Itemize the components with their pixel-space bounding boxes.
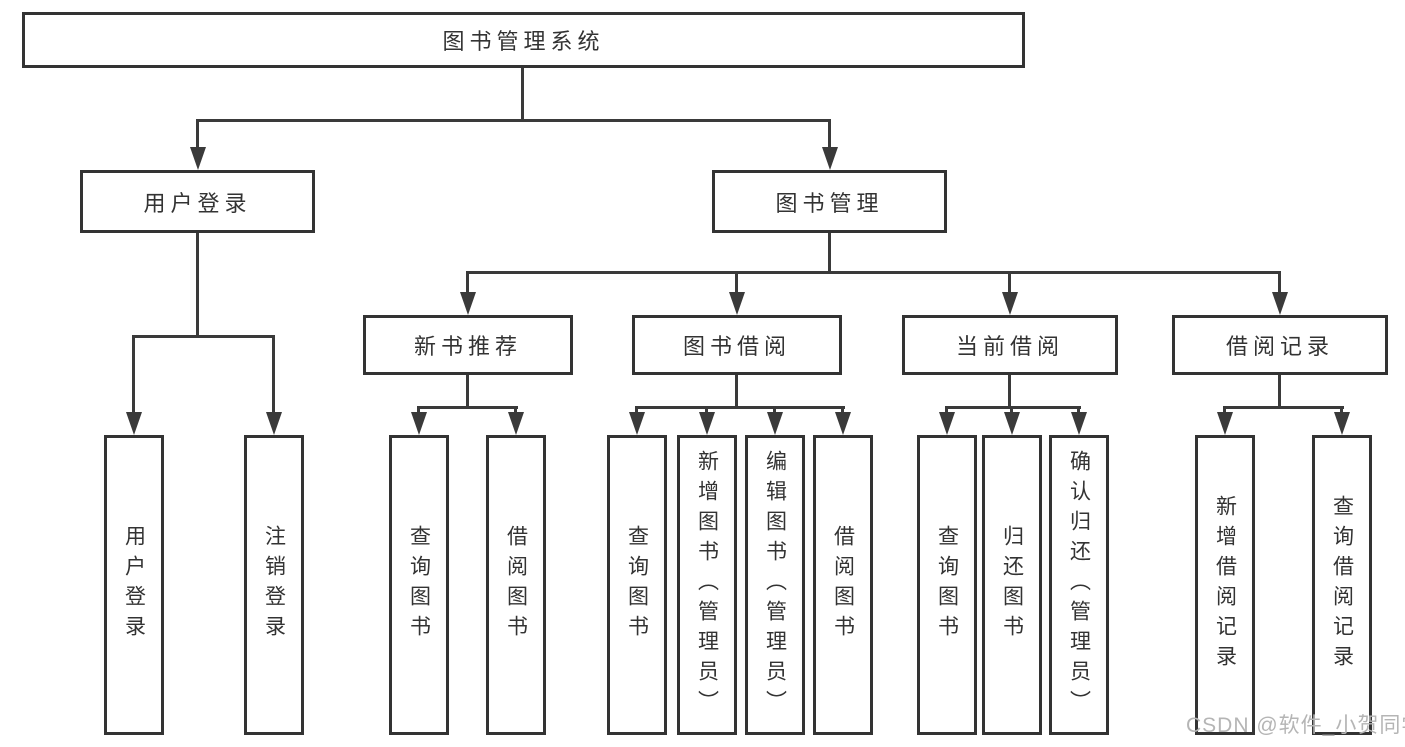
node-new-book-recommend: 新书推荐 bbox=[363, 315, 573, 375]
connector-line bbox=[466, 271, 1281, 274]
leaf-add-books-admin-label: 新增图书（管理员） bbox=[695, 450, 719, 720]
arrow-down-icon bbox=[699, 412, 715, 435]
connector-line bbox=[514, 406, 517, 415]
leaf-add-books-admin: 新增图书（管理员） bbox=[677, 435, 737, 735]
connector-line bbox=[828, 119, 831, 150]
connector-line bbox=[1077, 406, 1080, 415]
leaf-query-books-borrowing-label: 查询图书 bbox=[625, 525, 649, 645]
arrow-down-icon bbox=[1002, 292, 1018, 315]
connector-line bbox=[1223, 406, 1344, 409]
node-user-login: 用户登录 bbox=[80, 170, 315, 233]
arrow-down-icon bbox=[411, 412, 427, 435]
leaf-confirm-return-admin: 确认归还（管理员） bbox=[1049, 435, 1109, 735]
connector-line bbox=[1223, 406, 1226, 415]
leaf-query-books-recommend-label: 查询图书 bbox=[407, 525, 431, 645]
connector-line bbox=[735, 375, 738, 409]
node-user-login-label: 用户登录 bbox=[143, 190, 252, 216]
leaf-query-borrow-record: 查询借阅记录 bbox=[1312, 435, 1372, 735]
connector-line bbox=[417, 406, 518, 409]
connector-line bbox=[1278, 375, 1281, 409]
node-book-borrowing: 图书借阅 bbox=[632, 315, 842, 375]
connector-line bbox=[466, 375, 469, 409]
arrow-down-icon bbox=[1272, 292, 1288, 315]
connector-line bbox=[521, 68, 524, 121]
connector-line bbox=[773, 406, 776, 415]
watermark: CSDN @软件_小贺同学 bbox=[1186, 714, 1405, 737]
leaf-logout: 注销登录 bbox=[244, 435, 304, 735]
leaf-edit-books-admin: 编辑图书（管理员） bbox=[745, 435, 805, 735]
arrow-down-icon bbox=[190, 147, 206, 170]
node-current-borrowing-label: 当前借阅 bbox=[955, 334, 1064, 359]
arrow-down-icon bbox=[835, 412, 851, 435]
connector-line bbox=[1278, 271, 1281, 294]
leaf-add-borrow-record: 新增借阅记录 bbox=[1195, 435, 1255, 735]
arrow-down-icon bbox=[508, 412, 524, 435]
connector-line bbox=[466, 271, 469, 294]
leaf-query-books-borrowing: 查询图书 bbox=[607, 435, 667, 735]
leaf-return-books-label: 归还图书 bbox=[1000, 525, 1024, 645]
leaf-query-borrow-record-label: 查询借阅记录 bbox=[1330, 495, 1354, 675]
leaf-query-books-current-label: 查询图书 bbox=[935, 525, 959, 645]
node-book-borrowing-label: 图书借阅 bbox=[682, 334, 791, 359]
connector-line bbox=[841, 406, 844, 415]
connector-line bbox=[196, 233, 199, 338]
leaf-edit-books-admin-label: 编辑图书（管理员） bbox=[763, 450, 787, 720]
leaf-borrow-books-label: 借阅图书 bbox=[831, 525, 855, 645]
leaf-borrow-books: 借阅图书 bbox=[813, 435, 873, 735]
connector-line bbox=[1008, 271, 1011, 294]
node-borrowing-records-label: 借阅记录 bbox=[1225, 334, 1334, 359]
leaf-logout-label: 注销登录 bbox=[262, 525, 286, 645]
node-current-borrowing: 当前借阅 bbox=[902, 315, 1118, 375]
arrow-down-icon bbox=[729, 292, 745, 315]
arrow-down-icon bbox=[939, 412, 955, 435]
arrow-down-icon bbox=[1004, 412, 1020, 435]
connector-line bbox=[196, 119, 831, 122]
arrow-down-icon bbox=[822, 147, 838, 170]
connector-line bbox=[1008, 375, 1011, 409]
leaf-user-login-label: 用户登录 bbox=[122, 525, 146, 645]
connector-line bbox=[635, 406, 845, 409]
arrow-down-icon bbox=[460, 292, 476, 315]
node-root: 图书管理系统 bbox=[22, 12, 1025, 68]
connector-line bbox=[272, 335, 275, 414]
node-new-book-recommend-label: 新书推荐 bbox=[413, 334, 522, 359]
arrow-down-icon bbox=[1071, 412, 1087, 435]
leaf-return-books: 归还图书 bbox=[982, 435, 1042, 735]
arrow-down-icon bbox=[1217, 412, 1233, 435]
node-book-management-label: 图书管理 bbox=[775, 190, 884, 216]
arrow-down-icon bbox=[266, 412, 282, 435]
connector-line bbox=[417, 406, 420, 415]
leaf-query-books-recommend: 查询图书 bbox=[389, 435, 449, 735]
connector-line bbox=[945, 406, 1081, 409]
arrow-down-icon bbox=[1334, 412, 1350, 435]
leaf-user-login: 用户登录 bbox=[104, 435, 164, 735]
leaf-borrow-books-recommend: 借阅图书 bbox=[486, 435, 546, 735]
node-root-label: 图书管理系统 bbox=[442, 29, 605, 54]
connector-line bbox=[1010, 406, 1013, 415]
node-book-management: 图书管理 bbox=[712, 170, 947, 233]
leaf-add-borrow-record-label: 新增借阅记录 bbox=[1213, 495, 1237, 675]
arrow-down-icon bbox=[629, 412, 645, 435]
leaf-confirm-return-admin-label: 确认归还（管理员） bbox=[1067, 450, 1091, 720]
connector-line bbox=[196, 119, 199, 150]
connector-line bbox=[1340, 406, 1343, 415]
connector-line bbox=[132, 335, 135, 414]
node-borrowing-records: 借阅记录 bbox=[1172, 315, 1388, 375]
connector-line bbox=[132, 335, 275, 338]
arrow-down-icon bbox=[767, 412, 783, 435]
connector-line bbox=[828, 233, 831, 274]
connector-line bbox=[635, 406, 638, 415]
connector-line bbox=[705, 406, 708, 415]
arrow-down-icon bbox=[126, 412, 142, 435]
leaf-borrow-books-recommend-label: 借阅图书 bbox=[504, 525, 528, 645]
connector-line bbox=[945, 406, 948, 415]
leaf-query-books-current: 查询图书 bbox=[917, 435, 977, 735]
connector-line bbox=[735, 271, 738, 294]
